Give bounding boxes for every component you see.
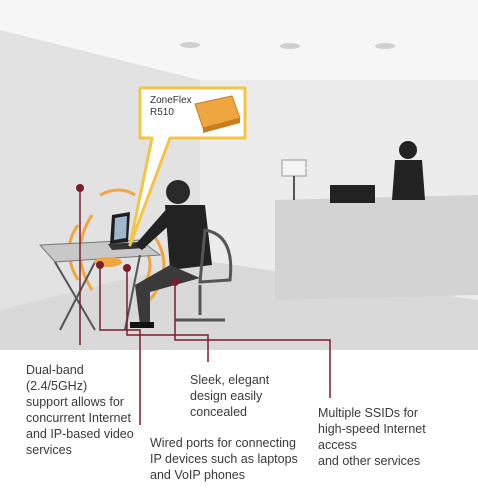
leader-dots <box>76 184 179 286</box>
reception-counter <box>275 195 478 300</box>
laptop-display <box>114 216 127 240</box>
person-torso <box>165 205 212 270</box>
callout-line: Wired ports for connecting <box>150 436 296 450</box>
receptionist-body <box>392 160 425 200</box>
callout-multiple-ssids: Multiple SSIDs for high-speed Internet a… <box>318 405 468 469</box>
person-head <box>166 180 190 204</box>
reception-monitor <box>330 185 375 203</box>
product-label: ZoneFlex R510 <box>150 95 192 119</box>
product-device-edge-icon <box>203 118 240 133</box>
office-chair-back <box>198 228 233 284</box>
lamp-shade <box>281 159 307 177</box>
callout-line: support allows for <box>26 395 124 409</box>
product-label-line2: R510 <box>150 107 174 118</box>
ceiling-light <box>280 43 300 49</box>
person-shoe <box>130 322 154 328</box>
person-legs <box>135 265 200 325</box>
receptionist-head <box>399 141 417 159</box>
callout-line: concealed <box>190 405 247 419</box>
ceiling <box>0 0 478 80</box>
callout-line: and other services <box>318 454 421 468</box>
callout-dual-band: Dual-band (2.4/5GHz) support allows for … <box>26 362 166 458</box>
callout-line: (2.4/5GHz) <box>26 379 88 393</box>
leader-wired-ports <box>99 265 141 425</box>
callout-line: and IP-based video <box>26 427 134 441</box>
callout-line: IP devices such as laptops <box>150 452 298 466</box>
callout-line: high-speed Internet <box>318 422 426 436</box>
callout-line: Sleek, elegant <box>190 373 270 387</box>
callout-line: concurrent Internet <box>26 411 131 425</box>
floor <box>0 260 478 350</box>
leader-sleek <box>126 268 209 362</box>
ceiling-light <box>180 42 200 48</box>
callout-line: Multiple SSIDs for <box>318 406 419 420</box>
callout-line: design easily <box>190 389 263 403</box>
callout-sleek-design: Sleek, elegant design easily concealed <box>190 372 300 420</box>
person-arm <box>135 205 175 250</box>
leader-lines <box>79 188 331 425</box>
callout-line: access <box>318 438 357 452</box>
ceiling-light <box>375 43 395 49</box>
callout-line: services <box>26 443 72 457</box>
leader-ssids <box>174 282 331 398</box>
desk-leg <box>54 261 96 331</box>
product-label-line1: ZoneFlex <box>150 95 192 106</box>
callout-line: and VoIP phones <box>150 468 245 482</box>
callout-line: Dual-band <box>26 363 84 377</box>
desk-leg <box>59 261 96 331</box>
callout-wired-ports: Wired ports for connecting IP devices su… <box>150 435 310 483</box>
